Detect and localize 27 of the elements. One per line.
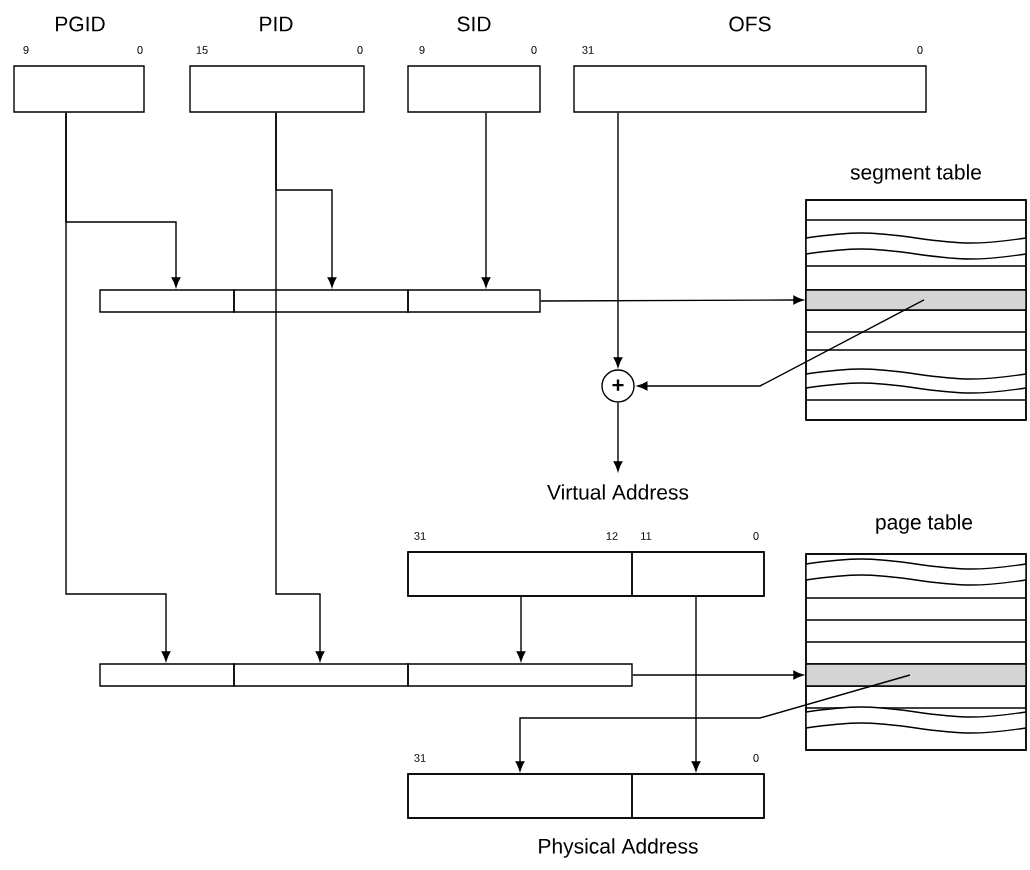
register-label: OFS — [729, 16, 771, 32]
table-entry — [805, 289, 1027, 311]
arrow — [540, 295, 804, 305]
register-label: PID — [260, 16, 293, 32]
arrow — [632, 670, 804, 680]
register-field — [407, 663, 633, 687]
register-label: SID — [457, 16, 491, 32]
register-field — [233, 289, 409, 313]
arrow — [65, 112, 171, 662]
arrow — [691, 595, 701, 772]
arrow — [613, 402, 623, 472]
register-field — [407, 289, 541, 313]
register-field — [99, 289, 235, 313]
register-field — [99, 663, 235, 687]
register-label: Physical Address — [539, 838, 698, 858]
arrow — [481, 112, 491, 288]
table-heading: page table — [876, 514, 973, 534]
arrow — [515, 674, 911, 772]
table-heading: segment table — [850, 164, 981, 184]
arrow — [613, 112, 623, 368]
arrow — [637, 299, 925, 391]
arrow — [275, 112, 325, 662]
register-label: PGID — [56, 16, 105, 32]
register-field — [233, 663, 409, 687]
register-label: Virtual Address — [547, 484, 689, 500]
table-entry — [805, 663, 1027, 687]
arrow — [516, 595, 526, 662]
